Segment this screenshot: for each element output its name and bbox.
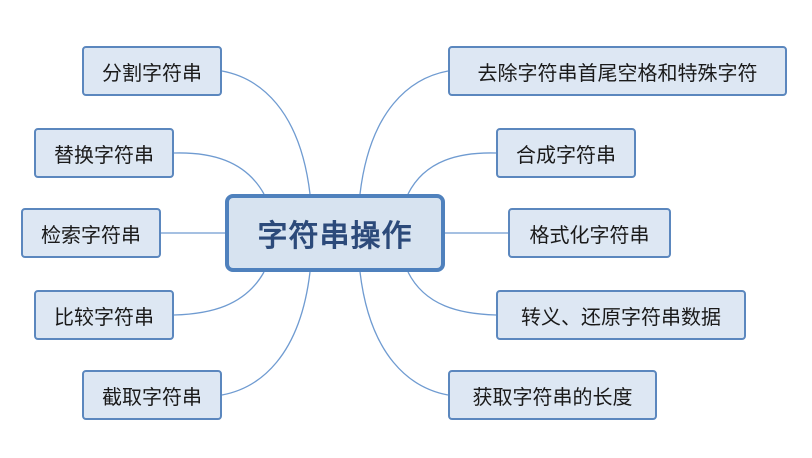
topic-trim-string[interactable]: 去除字符串首尾空格和特殊字符 [448, 46, 787, 96]
topic-concat-string[interactable]: 合成字符串 [496, 128, 636, 178]
topic-label: 检索字符串 [41, 222, 141, 247]
connector-to-right-node-4 [407, 271, 497, 316]
connector-to-left-node-1 [221, 70, 311, 195]
topic-label: 替换字符串 [54, 142, 154, 167]
topic-search-string[interactable]: 检索字符串 [21, 208, 161, 258]
topic-label: 转义、还原字符串数据 [521, 304, 721, 329]
topic-escape-string[interactable]: 转义、还原字符串数据 [496, 290, 746, 340]
topic-label: 比较字符串 [54, 304, 154, 329]
topic-label: 合成字符串 [516, 142, 616, 167]
root-topic-label: 字符串操作 [257, 219, 413, 254]
topic-label: 去除字符串首尾空格和特殊字符 [477, 60, 758, 85]
connector-to-right-node-2 [407, 152, 497, 195]
connector-to-left-node-5 [221, 271, 311, 396]
topic-format-string[interactable]: 格式化字符串 [508, 208, 671, 258]
topic-label: 格式化字符串 [529, 222, 650, 247]
root-topic[interactable]: 字符串操作 [225, 194, 445, 272]
topic-replace-string[interactable]: 替换字符串 [34, 128, 174, 178]
topic-split-string[interactable]: 分割字符串 [82, 46, 222, 96]
topic-substring[interactable]: 截取字符串 [82, 370, 222, 420]
topic-string-length[interactable]: 获取字符串的长度 [448, 370, 657, 420]
connector-to-right-node-5 [359, 271, 449, 396]
topic-label: 截取字符串 [102, 384, 202, 409]
connector-to-left-node-4 [173, 271, 265, 316]
connector-to-left-node-2 [173, 152, 265, 195]
topic-compare-string[interactable]: 比较字符串 [34, 290, 174, 340]
connector-to-right-node-1 [359, 70, 449, 195]
topic-label: 分割字符串 [102, 60, 202, 85]
topic-label: 获取字符串的长度 [472, 384, 633, 409]
